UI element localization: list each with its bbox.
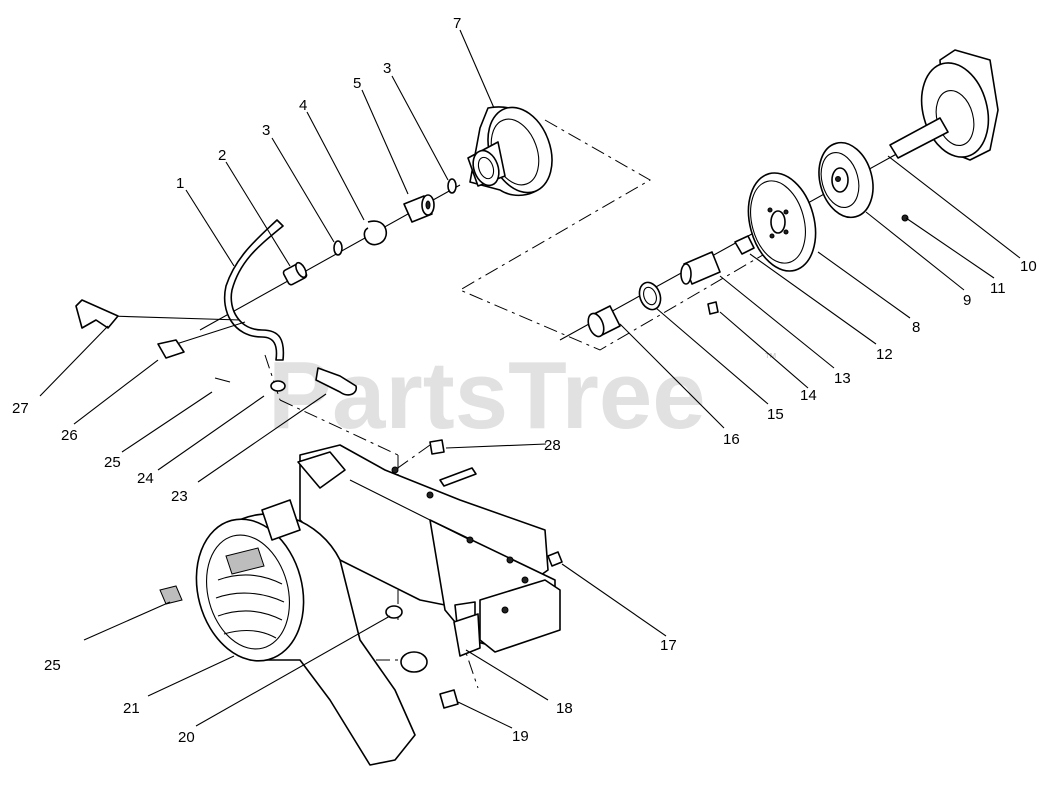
callout-28: 28 [544,437,561,454]
washer-24 [270,380,286,392]
drive-pulley-9 [818,141,874,219]
washer-3b [447,178,457,194]
pin-25 [214,377,231,383]
retaining-ring-4 [363,220,388,246]
callout-13: 13 [834,370,851,387]
knob-lower [400,651,428,673]
clamp-26 [157,339,185,359]
callout-4: 4 [299,97,307,114]
main-frame [299,439,563,709]
washer-3a [333,240,343,256]
sleeve-13 [680,251,721,285]
callout-25-upper: 25 [104,454,121,471]
friction-disc-8 [747,172,817,272]
watermark-text: PartsTree [268,342,706,449]
callout-23: 23 [171,488,188,505]
link-23 [315,367,358,396]
callout-3-upper: 3 [383,60,391,77]
callout-18: 18 [556,700,573,717]
control-rod-1 [223,219,285,361]
control-linkage [75,219,358,396]
shaft-stack [199,178,461,331]
callout-5: 5 [353,75,361,92]
callout-15: 15 [767,406,784,423]
callout-2: 2 [218,147,226,164]
clip-17 [547,551,563,567]
callout-3: 3 [262,122,270,139]
callout-11: 11 [990,280,1006,297]
screw-14 [707,301,719,315]
shroud-21 [195,451,416,766]
callout-7: 7 [453,15,461,32]
bearing-5 [403,194,435,223]
bracket-18 [453,613,481,657]
callout-16: 16 [723,431,740,448]
callout-20: 20 [178,729,195,746]
leader-lines [39,29,1021,729]
bolt-19 [439,689,459,709]
watermark-trademark: ™ [764,350,777,365]
callout-27: 27 [12,400,29,417]
callout-10: 10 [1020,258,1037,275]
callout-21: 21 [123,700,140,717]
callout-25-lower: 25 [44,657,61,674]
callout-26: 26 [61,427,78,444]
screw-28 [429,439,445,455]
key-11 [901,214,909,222]
callout-8: 8 [912,319,920,336]
callout-9: 9 [963,292,971,309]
bracket-27 [75,299,119,329]
callout-labels: 1 2 3 4 5 3 7 10 11 9 8 12 13 14 15 16 2… [12,15,1037,746]
bushing-2 [282,261,308,286]
bushing-16 [587,305,621,338]
callout-12: 12 [876,346,893,363]
callout-24: 24 [137,470,154,487]
watermark: PartsTree ™ [268,342,777,449]
knob-25 [159,585,183,605]
callout-19: 19 [512,728,529,745]
grommet-20 [385,605,403,619]
callout-14: 14 [800,387,817,404]
callout-17: 17 [660,637,677,654]
callout-1: 1 [176,175,184,192]
large-pulley-7 [467,106,553,197]
gearbox-housing-10 [889,49,999,161]
right-shaft-assembly [559,49,999,341]
clip-12 [734,235,755,255]
